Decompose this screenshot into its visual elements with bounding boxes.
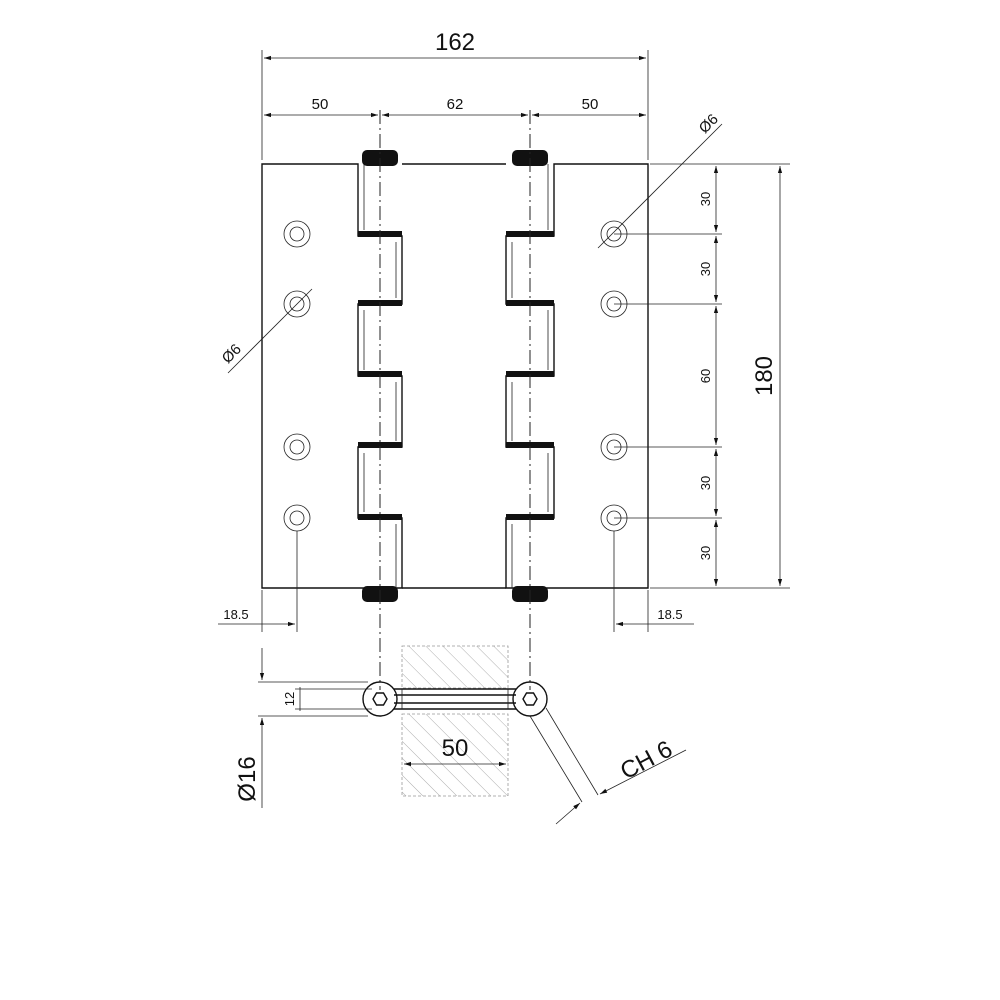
front-view bbox=[261, 110, 649, 690]
left-hex-socket bbox=[372, 692, 388, 706]
left-separator-4 bbox=[358, 442, 402, 448]
leaf-left-label: 50 bbox=[312, 96, 329, 113]
right-separator-4 bbox=[506, 442, 554, 448]
right-knuckle-inner bbox=[511, 164, 549, 588]
right-dimensions: 30 30 60 30 30 180 bbox=[614, 163, 790, 589]
right-separator-5 bbox=[506, 514, 554, 520]
right-screw-holes bbox=[600, 220, 628, 532]
hole-diameter-left-label: Ø6 bbox=[219, 341, 245, 367]
right-hex-socket bbox=[522, 692, 538, 706]
screw-hole bbox=[289, 226, 305, 242]
left-knuckle-inner bbox=[363, 164, 397, 588]
left-barrel bbox=[362, 681, 398, 717]
hex-key-leader bbox=[599, 749, 687, 795]
edge-offset-dimensions: 18.5 18.5 bbox=[218, 531, 694, 632]
left-separator-5 bbox=[358, 514, 402, 520]
hinge-plate-upper bbox=[394, 688, 516, 696]
screw-hole bbox=[289, 439, 305, 455]
top-dimensions: 162 50 62 50 bbox=[261, 29, 649, 160]
hex-key-arrow bbox=[555, 802, 581, 825]
hinge-plate-lower bbox=[394, 702, 516, 710]
center-gap-label: 62 bbox=[447, 96, 464, 113]
spacing-1-label: 30 bbox=[698, 192, 713, 206]
section-view: 12 Ø16 50 CH 6 bbox=[234, 645, 687, 825]
screw-hole bbox=[283, 290, 311, 318]
leaf-right-label: 50 bbox=[582, 96, 599, 113]
spacing-5-label: 30 bbox=[698, 546, 713, 560]
spacing-4-label: 30 bbox=[698, 476, 713, 490]
overall-width-label: 162 bbox=[435, 29, 475, 56]
hole-diameter-leaders: Ø6 Ø6 bbox=[219, 111, 723, 374]
pin-thickness-label: 12 bbox=[282, 692, 297, 706]
spacing-2-label: 30 bbox=[698, 262, 713, 276]
screw-hole bbox=[289, 296, 305, 312]
edge-offset-left-label: 18.5 bbox=[223, 607, 248, 622]
overall-height-label: 180 bbox=[751, 356, 778, 396]
barrel-diameter-label: Ø16 bbox=[234, 756, 261, 801]
left-screw-holes bbox=[283, 220, 311, 532]
screw-hole bbox=[289, 510, 305, 526]
spacing-3-label: 60 bbox=[698, 369, 713, 383]
door-block-lower bbox=[401, 713, 509, 797]
edge-offset-right-label: 18.5 bbox=[657, 607, 682, 622]
hex-key-label: CH 6 bbox=[616, 736, 677, 786]
screw-hole bbox=[283, 504, 311, 532]
screw-hole bbox=[283, 220, 311, 248]
screw-hole bbox=[283, 433, 311, 461]
door-thickness-label: 50 bbox=[442, 735, 469, 762]
door-block-upper bbox=[401, 645, 509, 689]
hole-diameter-right-label: Ø6 bbox=[696, 111, 722, 137]
